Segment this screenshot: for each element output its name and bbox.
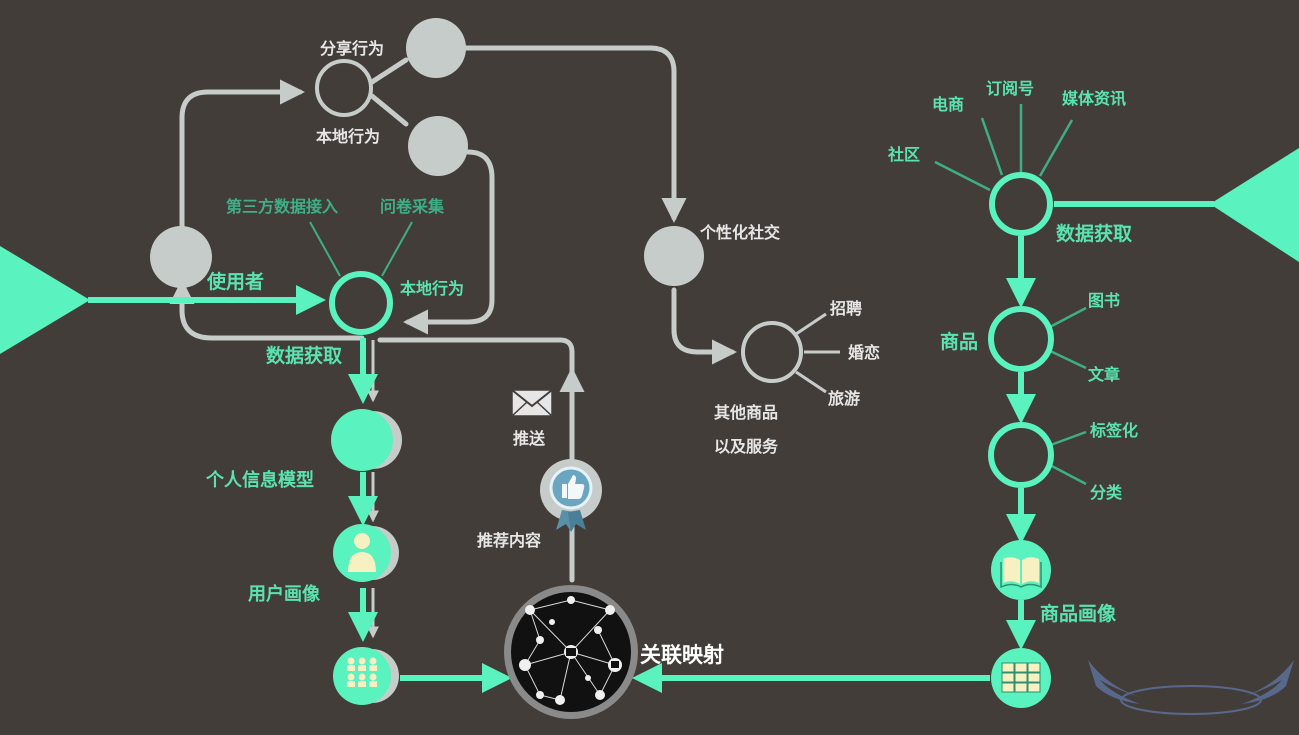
person-icon bbox=[348, 533, 376, 572]
teal-connectors-left bbox=[88, 285, 512, 693]
label-ecommerce: 电商 bbox=[932, 95, 964, 114]
label-local-behavior-in: 本地行为 bbox=[400, 279, 464, 298]
teal-connectors-right bbox=[632, 201, 1214, 693]
label-push: 推送 bbox=[513, 429, 546, 448]
grid-icon bbox=[1001, 662, 1041, 693]
label-community: 社区 bbox=[887, 145, 920, 164]
label-user: 使用者 bbox=[206, 271, 264, 293]
label-survey: 问卷采集 bbox=[380, 197, 445, 216]
network-icon bbox=[504, 585, 638, 719]
data-acquire-circle-left bbox=[329, 271, 393, 335]
label-third-party: 第三方数据接入 bbox=[226, 197, 338, 216]
input-triangle-right bbox=[1210, 148, 1299, 262]
gray-connectors bbox=[169, 45, 737, 583]
label-other-goods-2: 以及服务 bbox=[714, 437, 779, 456]
other-goods-branches bbox=[795, 312, 840, 394]
label-books: 图书 bbox=[1088, 291, 1120, 310]
label-share-behavior: 分享行为 bbox=[320, 39, 384, 58]
source-lines-left bbox=[309, 221, 413, 277]
label-media-info: 媒体资讯 bbox=[1062, 89, 1126, 108]
other-goods-circle bbox=[741, 321, 803, 383]
tagging-circle bbox=[988, 422, 1054, 488]
goods-portrait-node bbox=[991, 540, 1051, 600]
thumbs-up-badge-icon bbox=[540, 459, 602, 532]
input-triangle-left bbox=[0, 246, 90, 354]
label-subscription: 订阅号 bbox=[986, 79, 1034, 98]
share-behavior-circle bbox=[315, 59, 373, 117]
label-goods-portrait: 商品画像 bbox=[1040, 602, 1117, 625]
source-lines-right bbox=[934, 104, 1087, 486]
label-other-goods-1: 其他商品 bbox=[714, 403, 778, 422]
open-book-icon bbox=[1000, 557, 1042, 589]
personalized-social-node bbox=[644, 226, 704, 286]
label-classify: 分类 bbox=[1090, 483, 1123, 502]
watermark-logo bbox=[1088, 660, 1294, 715]
label-travel: 旅游 bbox=[828, 389, 860, 408]
data-acquire-circle-right bbox=[989, 172, 1053, 236]
share-node bbox=[406, 18, 466, 78]
label-local-behavior: 本地行为 bbox=[316, 127, 380, 146]
label-mapping: 关联映射 bbox=[640, 643, 724, 667]
label-tagging: 标签化 bbox=[1089, 421, 1138, 440]
goods-circle bbox=[988, 306, 1054, 372]
label-user-portrait: 用户画像 bbox=[248, 583, 321, 605]
label-personal-model: 个人信息模型 bbox=[205, 469, 314, 491]
label-data-acquire-right: 数据获取 bbox=[1056, 222, 1132, 245]
user-node bbox=[150, 226, 212, 288]
local-behavior-node bbox=[408, 116, 468, 176]
envelope-icon bbox=[511, 389, 553, 417]
label-recommend: 推荐内容 bbox=[477, 531, 541, 550]
label-articles: 文章 bbox=[1088, 365, 1120, 384]
label-marriage: 婚恋 bbox=[848, 343, 880, 362]
label-recruit: 招聘 bbox=[830, 299, 862, 318]
group-icon bbox=[347, 657, 377, 687]
label-data-acquire-left: 数据获取 bbox=[266, 344, 342, 367]
label-goods: 商品 bbox=[940, 330, 978, 353]
personal-model-node bbox=[331, 409, 393, 471]
label-personalized-social: 个性化社交 bbox=[699, 223, 780, 242]
